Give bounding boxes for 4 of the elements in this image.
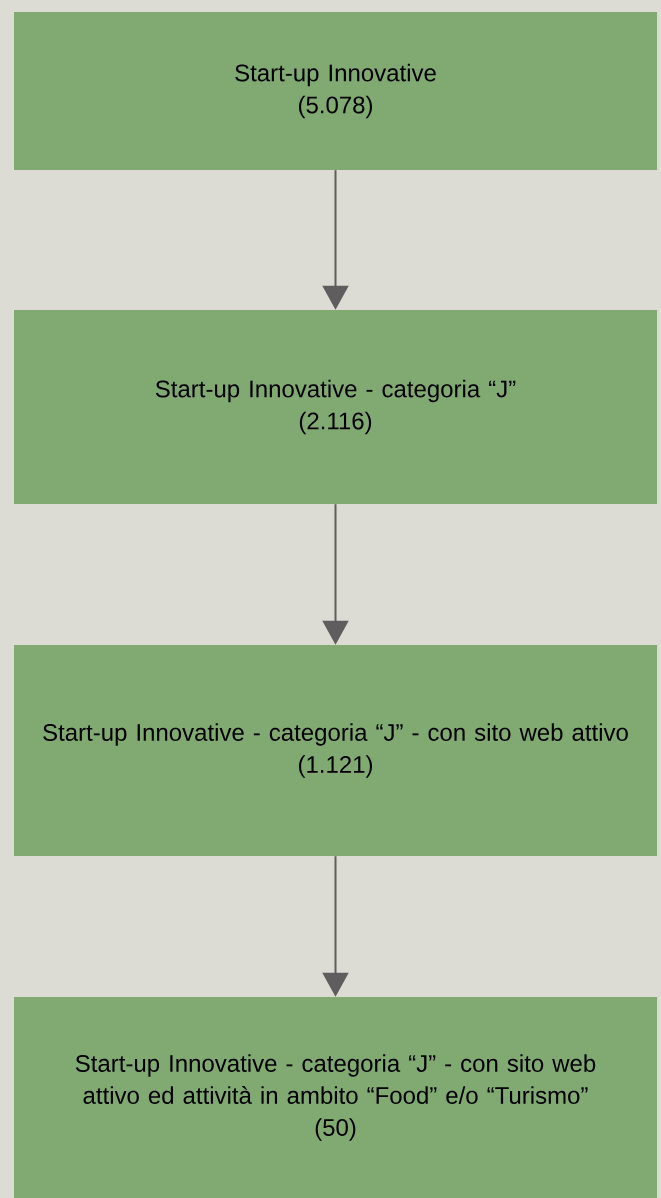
process-box: Start-up Innovative - categoria “J” (2.116) [14,310,657,504]
process-box: Start-up Innovative - categoria “J” - con sito web attivo ed attività in ambito “Food” e/o “Turismo” (50) [14,997,657,1198]
process-box: Start-up Innovative (5.078) [14,12,657,170]
process-box: Start-up Innovative - categoria “J” - con sito web attivo (1.121) [14,645,657,856]
